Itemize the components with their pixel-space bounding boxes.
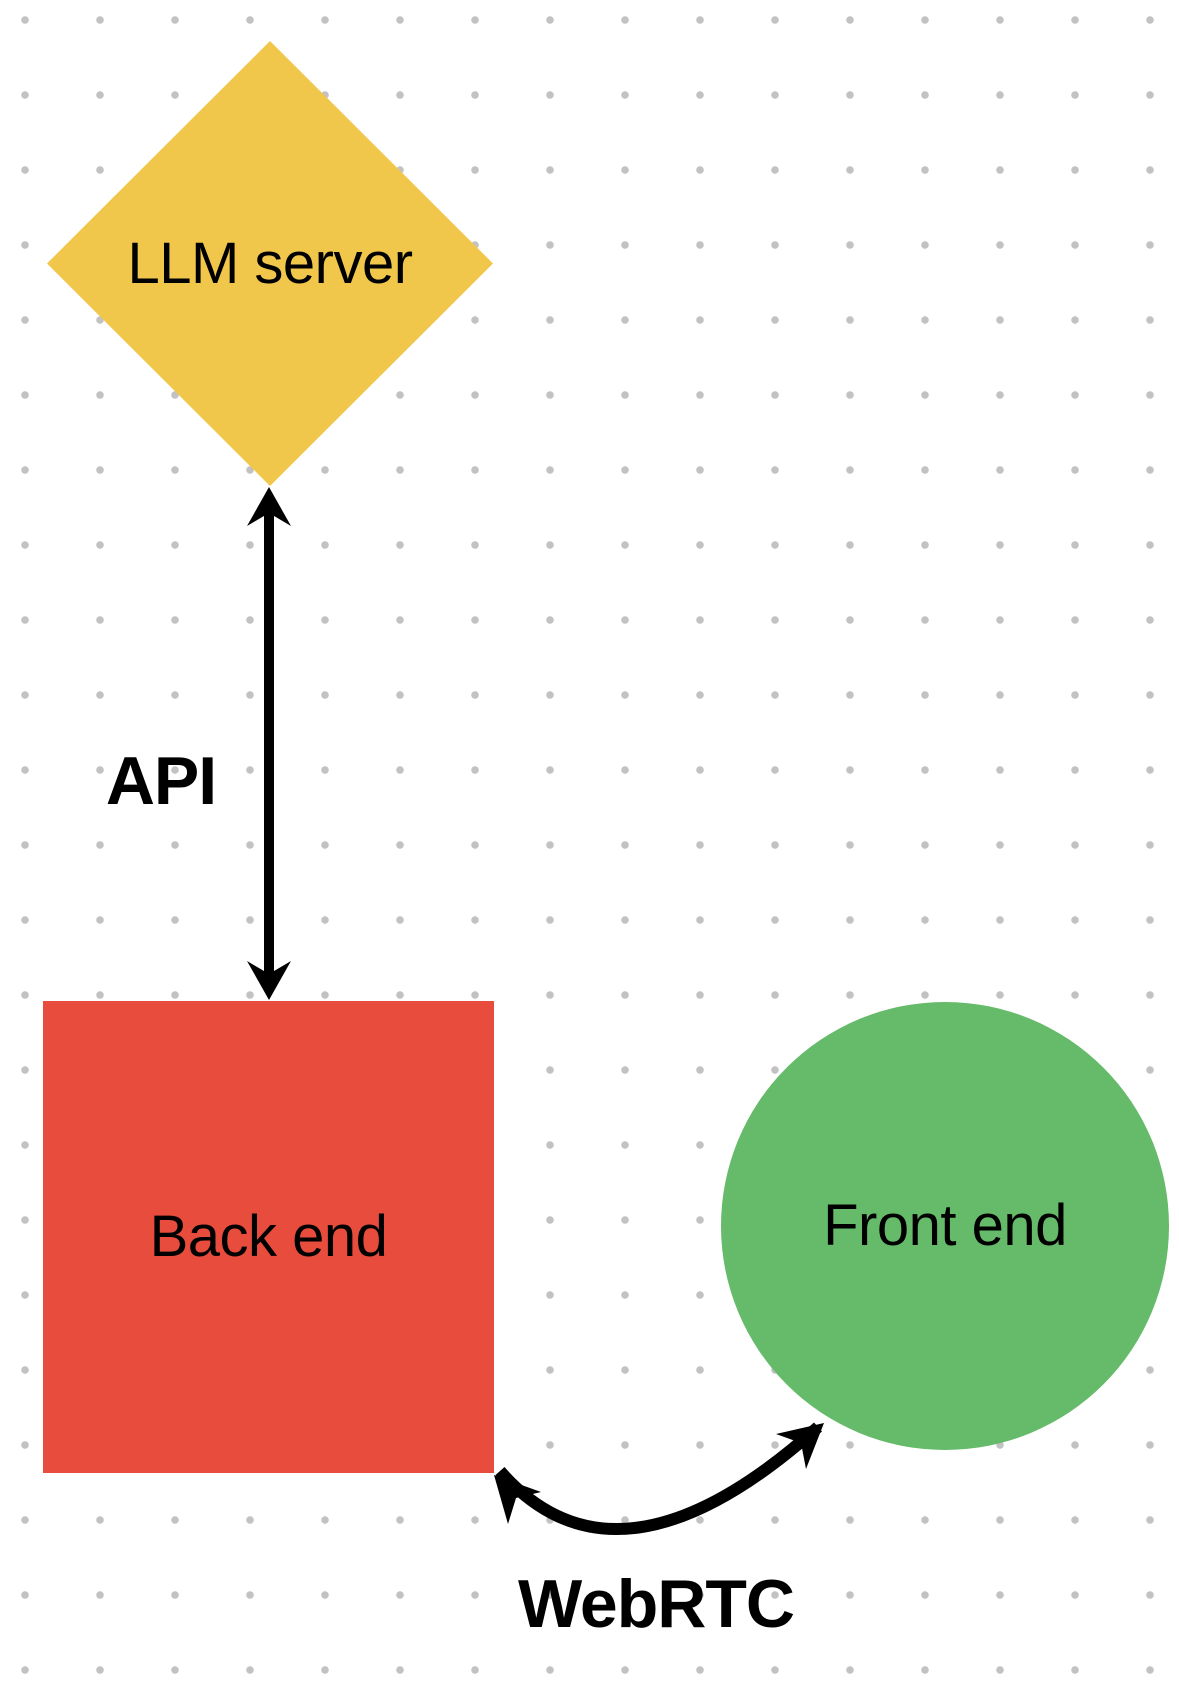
node-front-end[interactable]: Front end — [721, 1002, 1169, 1450]
edge-webrtc-label[interactable]: WebRTC — [517, 1566, 795, 1642]
edge-webrtc-arrowhead-left — [494, 1475, 541, 1524]
edge-webrtc-arrow[interactable] — [494, 1422, 824, 1536]
edge-webrtc-curve — [495, 1422, 822, 1536]
node-front-end-label: Front end — [823, 1193, 1067, 1258]
edge-webrtc-arrowhead-right — [776, 1423, 824, 1469]
edge-api-arrowhead-down — [247, 961, 291, 1000]
node-back-end-label: Back end — [149, 1204, 388, 1269]
edge-api-label[interactable]: API — [105, 743, 217, 819]
node-back-end[interactable]: Back end — [43, 1001, 494, 1473]
edge-api-arrow[interactable] — [247, 487, 291, 1000]
node-llm-server-label: LLM server — [127, 230, 413, 296]
edge-api-arrowhead-up — [247, 487, 291, 526]
